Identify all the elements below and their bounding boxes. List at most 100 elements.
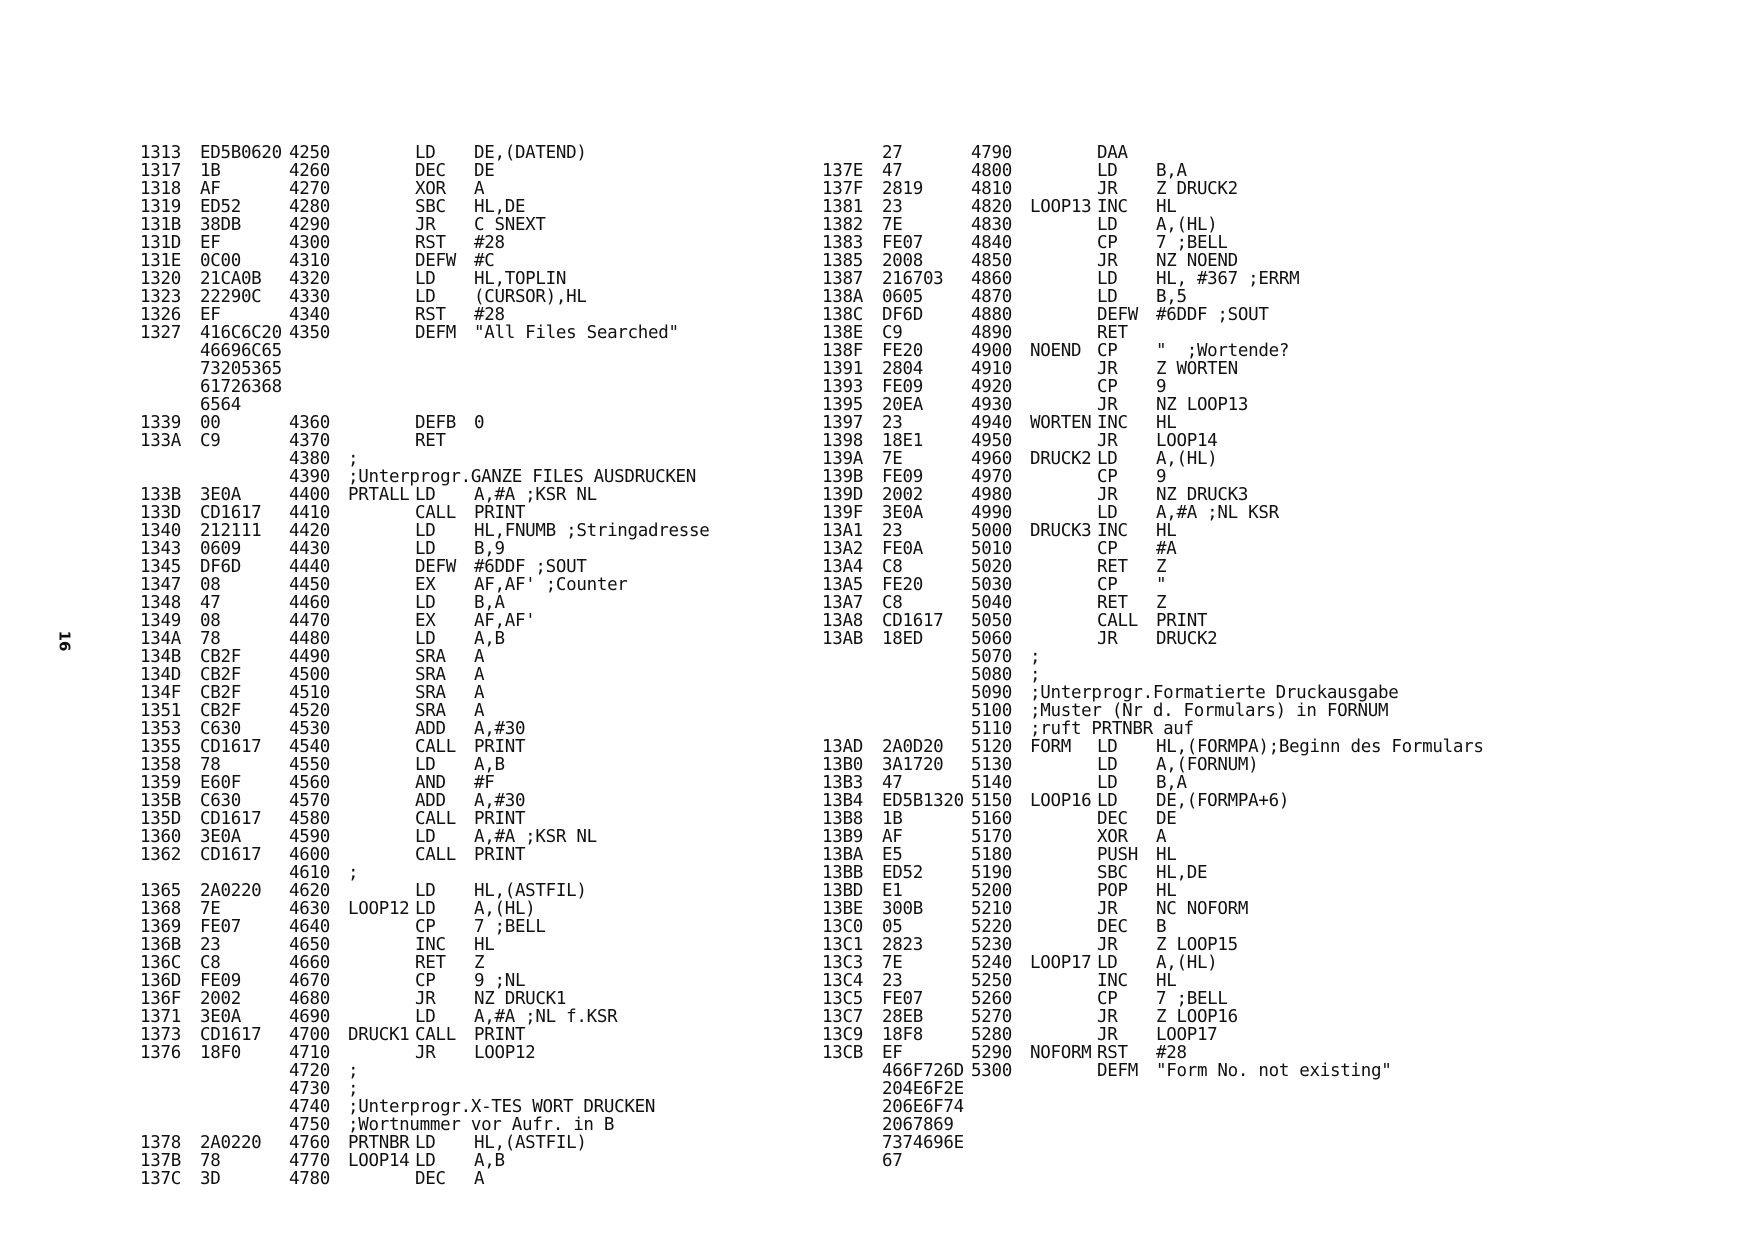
address: 1318 — [140, 179, 181, 199]
machine-code: 00 — [200, 413, 221, 433]
address: 136B — [140, 935, 181, 955]
line-number: 4890 — [971, 323, 1012, 343]
address: 139A — [822, 449, 863, 469]
address: 1398 — [822, 431, 863, 451]
address: 13AD — [822, 737, 863, 757]
line-number: 4700 — [289, 1025, 330, 1045]
machine-code: E60F — [200, 773, 241, 793]
line-number: 5010 — [971, 539, 1012, 559]
operand: A,(HL) — [1156, 953, 1218, 973]
comment: ; — [348, 1079, 359, 1099]
machine-code: CD1617 — [200, 737, 262, 757]
label: PRTALL — [348, 485, 410, 505]
operand: DE,(FORMPA+6) — [1156, 791, 1290, 811]
address: 139F — [822, 503, 863, 523]
label: LOOP16 — [1030, 791, 1092, 811]
mnemonic: LD — [415, 143, 436, 163]
line-number: 4550 — [289, 755, 330, 775]
machine-code: 1B — [200, 161, 221, 181]
machine-code: 2823 — [882, 935, 923, 955]
mnemonic: EX — [415, 575, 436, 595]
address: 13A4 — [822, 557, 863, 577]
line-number: 5050 — [971, 611, 1012, 631]
address: 1327 — [140, 323, 181, 343]
mnemonic: ADD — [415, 791, 446, 811]
mnemonic: LD — [1097, 737, 1118, 757]
machine-code: FE09 — [882, 467, 923, 487]
line-number: 4520 — [289, 701, 330, 721]
machine-code: 38DB — [200, 215, 241, 235]
operand: LOOP17 — [1156, 1025, 1218, 1045]
operand: HL,FNUMB ;Stringadresse — [474, 521, 710, 541]
mnemonic: JR — [415, 1043, 436, 1063]
line-number: 5260 — [971, 989, 1012, 1009]
machine-code: 0609 — [200, 539, 241, 559]
machine-code: 7E — [882, 953, 903, 973]
line-number: 4360 — [289, 413, 330, 433]
address: 13B9 — [822, 827, 863, 847]
operand: Z LOOP15 — [1156, 935, 1238, 955]
line-number: 4290 — [289, 215, 330, 235]
mnemonic: LD — [415, 1151, 436, 1171]
mnemonic: RST — [415, 305, 446, 325]
machine-code: 466F726D — [882, 1061, 964, 1081]
comment: ;Wortnummer vor Aufr. in B — [348, 1115, 615, 1135]
machine-code: EF — [200, 233, 221, 253]
address: 1382 — [822, 215, 863, 235]
mnemonic: DEFW — [415, 251, 456, 271]
mnemonic: LD — [415, 755, 436, 775]
address: 1323 — [140, 287, 181, 307]
mnemonic: LD — [415, 899, 436, 919]
machine-code: AF — [200, 179, 221, 199]
address: 1369 — [140, 917, 181, 937]
mnemonic: LD — [1097, 269, 1118, 289]
operand: 9 — [1156, 467, 1167, 487]
machine-code: 3E0A — [200, 827, 241, 847]
operand: A,#30 — [474, 719, 526, 739]
line-number: 4410 — [289, 503, 330, 523]
operand: " ;Wortende? — [1156, 341, 1290, 361]
address: 134A — [140, 629, 181, 649]
machine-code: 08 — [200, 611, 221, 631]
machine-code: 216703 — [882, 269, 944, 289]
address: 1319 — [140, 197, 181, 217]
line-number: 4900 — [971, 341, 1012, 361]
line-number: 4920 — [971, 377, 1012, 397]
address: 13C9 — [822, 1025, 863, 1045]
machine-code: 7E — [882, 449, 903, 469]
machine-code: CD1617 — [882, 611, 944, 631]
machine-code: E5 — [882, 845, 903, 865]
mnemonic: DEFW — [415, 557, 456, 577]
line-number: 5280 — [971, 1025, 1012, 1045]
mnemonic: SRA — [415, 683, 446, 703]
label: LOOP13 — [1030, 197, 1092, 217]
mnemonic: DEFM — [1097, 1061, 1138, 1081]
line-number: 4660 — [289, 953, 330, 973]
line-number: 5110 — [971, 719, 1012, 739]
operand: HL — [1156, 845, 1177, 865]
machine-code: C8 — [882, 593, 903, 613]
machine-code: 0605 — [882, 287, 923, 307]
mnemonic: LD — [415, 1007, 436, 1027]
line-number: 4820 — [971, 197, 1012, 217]
line-number: 5090 — [971, 683, 1012, 703]
operand: #C — [474, 251, 495, 271]
machine-code: 22290C — [200, 287, 262, 307]
mnemonic: JR — [1097, 1025, 1118, 1045]
line-number: 4690 — [289, 1007, 330, 1027]
line-number: 5100 — [971, 701, 1012, 721]
mnemonic: LD — [1097, 773, 1118, 793]
machine-code: 300B — [882, 899, 923, 919]
address: 139D — [822, 485, 863, 505]
line-number: 4970 — [971, 467, 1012, 487]
operand: HL,TOPLIN — [474, 269, 567, 289]
mnemonic: CALL — [415, 503, 456, 523]
operand: A,B — [474, 1151, 505, 1171]
line-number: 4850 — [971, 251, 1012, 271]
operand: HL — [1156, 197, 1177, 217]
machine-code: 2008 — [882, 251, 923, 271]
machine-code: 21CA0B — [200, 269, 262, 289]
mnemonic: LD — [1097, 791, 1118, 811]
mnemonic: DEFM — [415, 323, 456, 343]
operand: B,A — [1156, 773, 1187, 793]
